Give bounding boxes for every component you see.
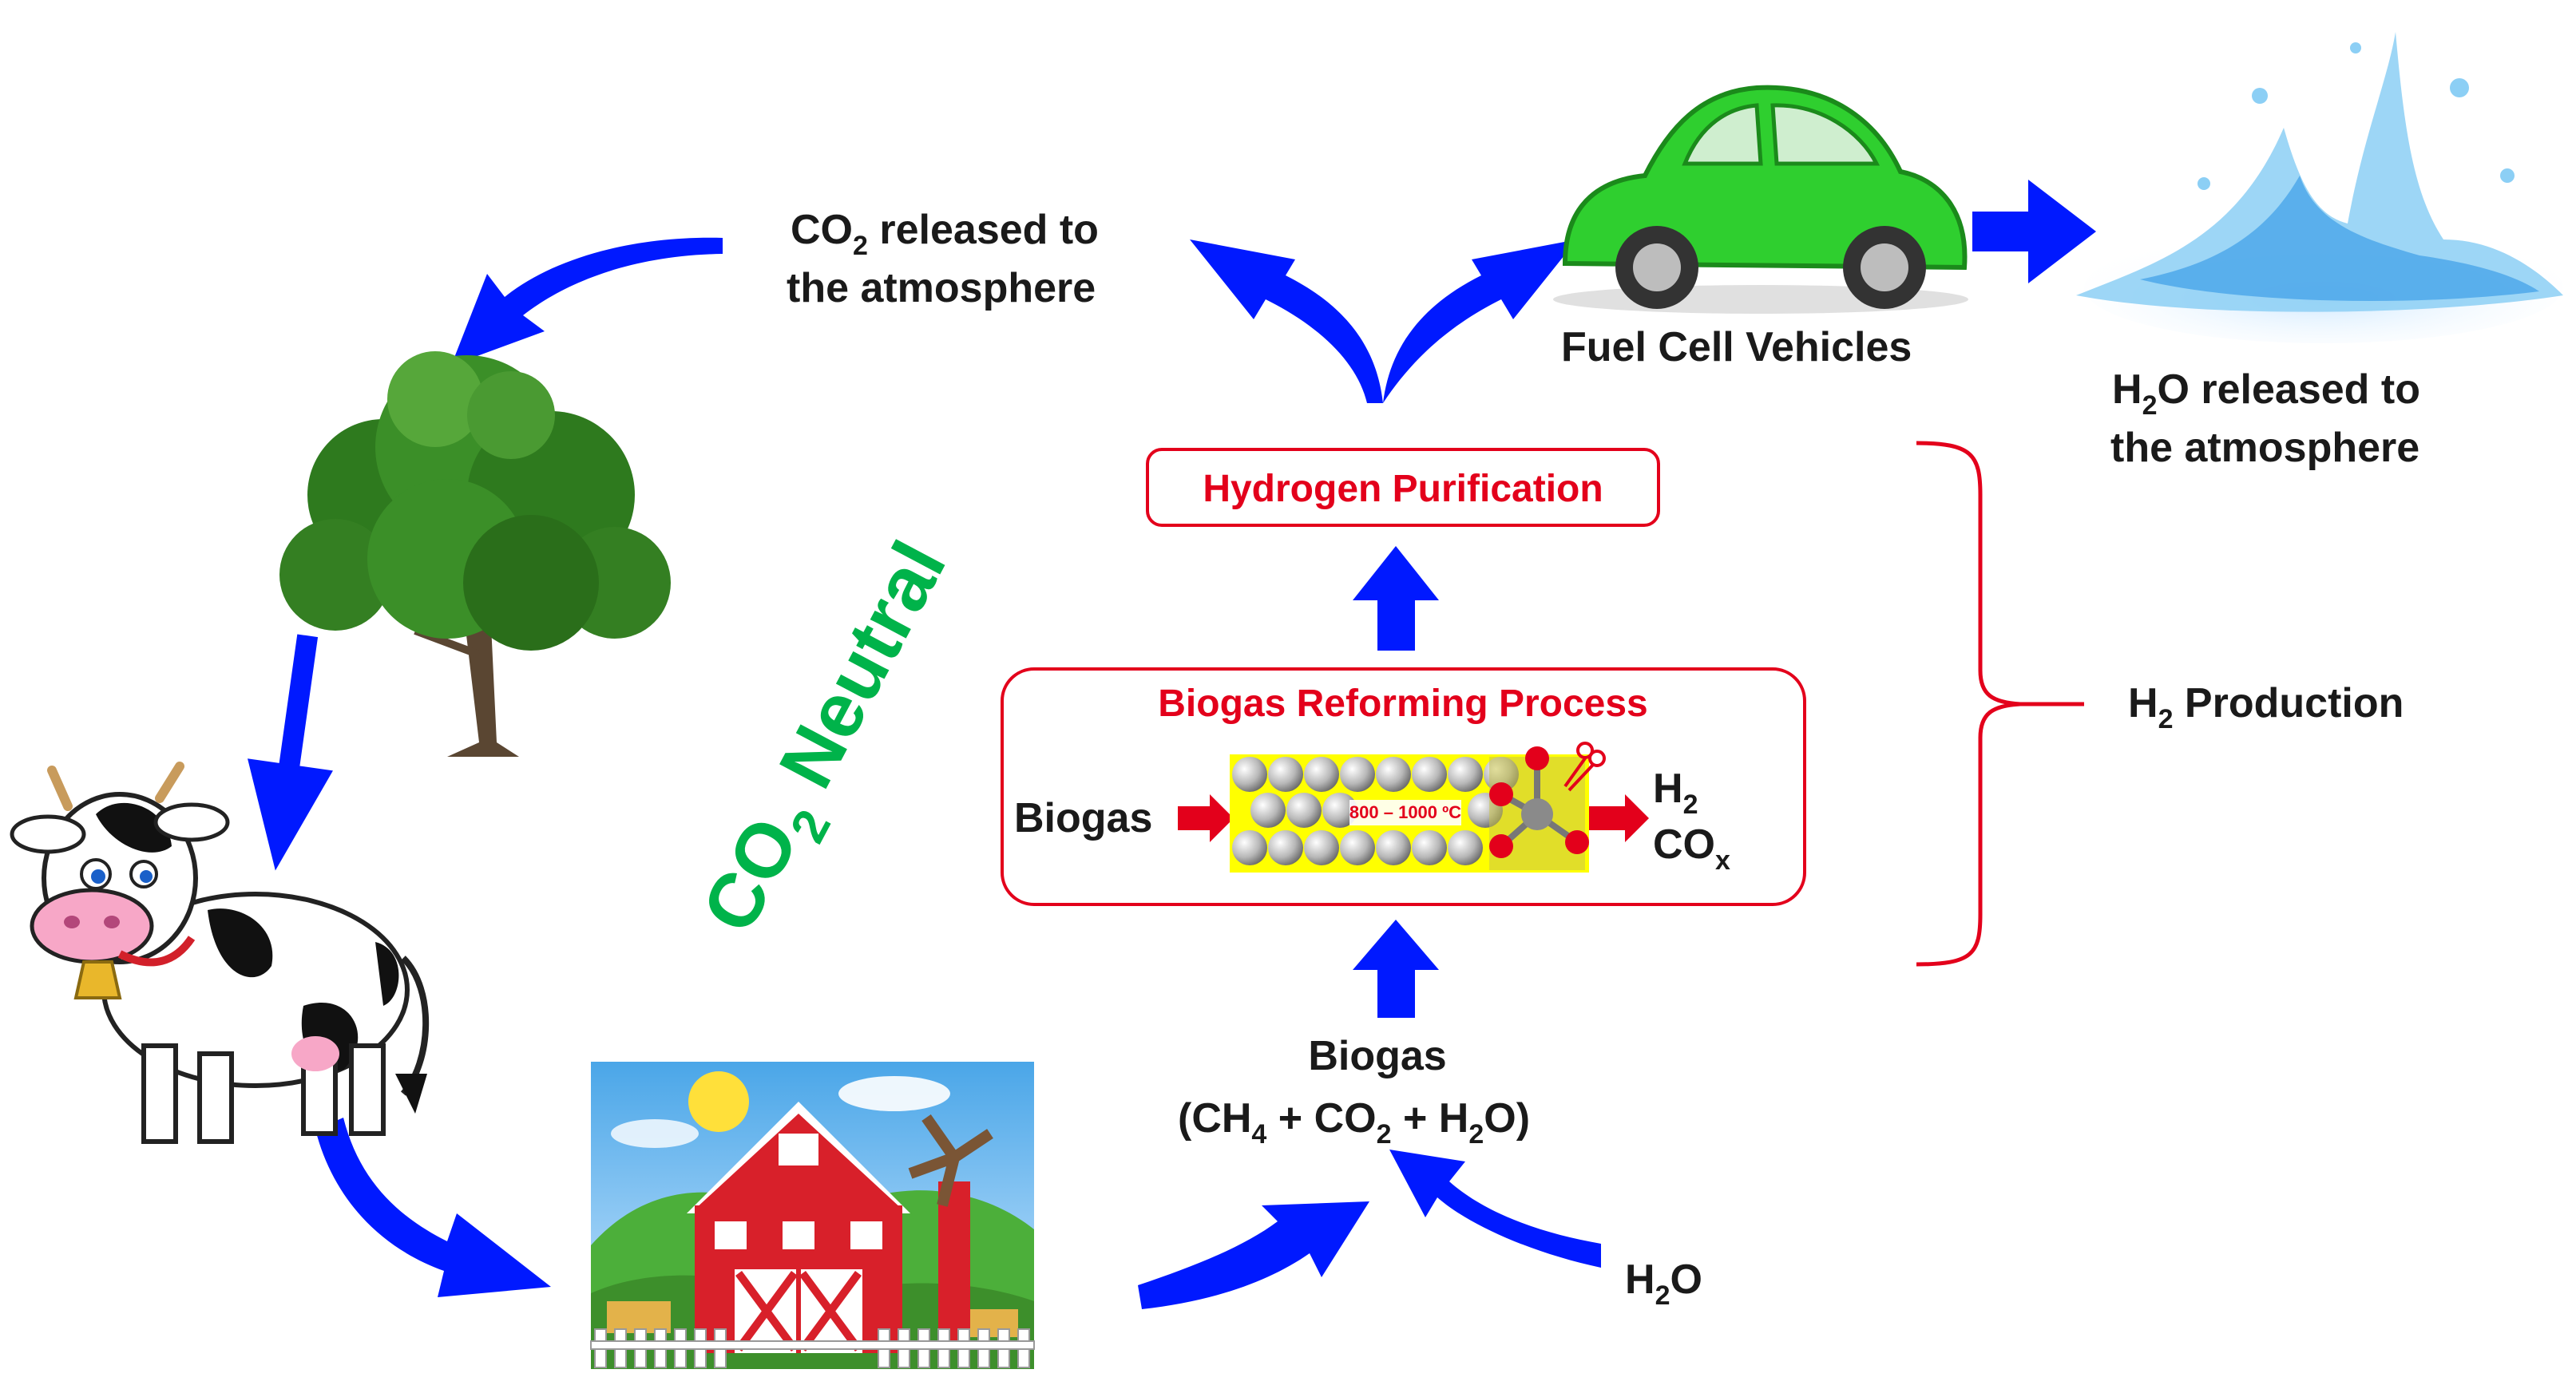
reactor-bed: 800 – 1000 ºC — [1230, 743, 1604, 873]
h2-production-bracket — [1916, 443, 2084, 964]
hydrogen-purification-box: Hydrogen Purification — [1147, 449, 1659, 525]
fuel-cell-vehicles-label: Fuel Cell Vehicles — [1561, 324, 1912, 370]
tree-illustration — [279, 351, 671, 757]
arrow-cow-to-farm — [315, 1118, 551, 1297]
arrow-co2-to-tree — [451, 238, 723, 366]
h2o-input-label: H2O — [1625, 1257, 1702, 1311]
reforming-process-title: Biogas Reforming Process — [1158, 683, 1648, 725]
svg-text:CO2 released to: CO2 released to — [791, 207, 1099, 261]
reforming-process-box: Biogas Reforming Process Biogas 800 – 10… — [1002, 669, 1805, 904]
biogas-composition: (CH4 + CO2 + H2O) — [1178, 1095, 1530, 1150]
hydrogen-purification-label: Hydrogen Purification — [1203, 468, 1603, 510]
arrow-biogas-to-reformer — [1353, 920, 1439, 1018]
svg-text:the atmosphere: the atmosphere — [2110, 425, 2419, 471]
co2-released-label: CO2 released to the atmosphere — [787, 207, 1099, 311]
reactor-input-label: Biogas — [1014, 795, 1152, 841]
arrow-tree-to-cow — [232, 630, 351, 877]
farm-barn-illustration — [591, 1062, 1034, 1369]
svg-text:H2O released to: H2O released to — [2112, 366, 2420, 421]
arrow-reformer-to-purification — [1353, 546, 1439, 651]
arrow-car-to-water — [1972, 180, 2096, 283]
h2-production-label: H2 Production — [2128, 680, 2404, 734]
water-splash-illustration — [2076, 32, 2563, 343]
fuel-cell-car-illustration — [1553, 88, 1968, 314]
arrow-split-from-purification — [1190, 239, 1577, 403]
arrow-farm-to-biogas — [1138, 1201, 1369, 1309]
reactor-temperature: 800 – 1000 ºC — [1349, 802, 1461, 822]
biogas-label: Biogas — [1308, 1033, 1446, 1079]
svg-text:the atmosphere: the atmosphere — [787, 265, 1096, 311]
svg-text:CO2 Neutral: CO2 Neutral — [686, 528, 976, 952]
arrow-water-to-biogas — [1389, 1150, 1601, 1268]
h2o-released-label: H2O released to the atmosphere — [2110, 366, 2420, 471]
cow-illustration — [12, 766, 427, 1142]
co2-neutral-label: CO2 Neutral — [686, 528, 976, 952]
